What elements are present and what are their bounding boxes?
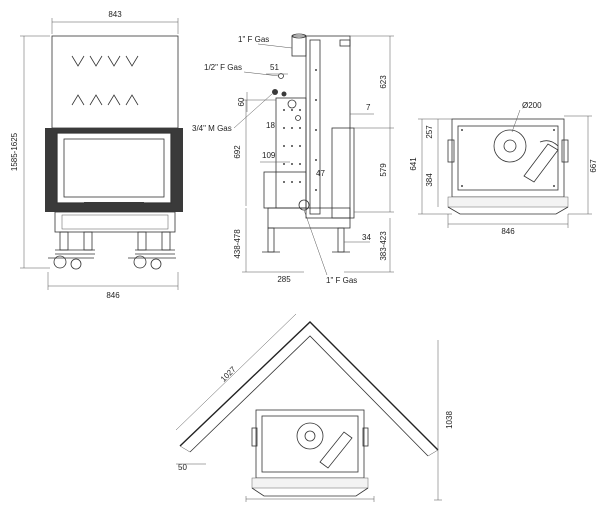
dim-50: 50 [178,463,187,472]
dim-7: 7 [366,103,371,112]
dim-18: 18 [266,121,275,130]
side-view: 1" F Gas 1/2" F Gas 3/4" M Gas 1" F Gas … [192,33,394,285]
corner-view: 1027 1038 50 [175,313,454,502]
dim-438-478: 438-478 [233,229,242,259]
dim-641: 641 [409,157,418,171]
top-diameter-label: Ø200 [522,101,542,110]
top-width-label: 846 [501,227,515,236]
dim-1027: 1027 [219,364,238,383]
dim-109: 109 [262,151,276,160]
side-rivets [283,69,317,191]
gas-label-3q-m: 3/4" M Gas [192,124,232,133]
front-view: 843 [10,10,183,300]
front-legs [48,231,176,270]
dim-623: 623 [379,75,388,89]
dim-1038: 1038 [445,411,454,429]
top-view: Ø200 257 384 641 667 846 [409,101,598,236]
corner-wall-inner [189,335,429,457]
dim-47: 47 [316,169,325,178]
gas-label-1in-f-bottom: 1" F Gas [326,276,357,285]
dim-384: 384 [425,173,434,187]
dim-285: 285 [277,275,291,284]
front-width-top-label: 843 [108,10,122,19]
side-legs [262,227,350,253]
dim-257: 257 [425,125,434,139]
glass-door [56,132,172,204]
gas-label-half-f: 1/2" F Gas [204,63,242,72]
dim-51: 51 [270,63,279,72]
gas-label-1in-f-top: 1" F Gas [238,35,269,44]
flue-outlet [493,129,527,163]
dim-383-423: 383-423 [379,231,388,261]
dim-34: 34 [362,233,371,242]
corner-wall-outer [179,321,439,451]
dim-692: 692 [233,145,242,159]
front-width-bottom-label: 846 [106,291,120,300]
front-height-label: 1585-1625 [10,132,19,171]
dim-60: 60 [237,97,246,106]
hood-vent-pattern [71,55,139,106]
dim-667: 667 [589,159,598,173]
dim-579: 579 [379,163,388,177]
